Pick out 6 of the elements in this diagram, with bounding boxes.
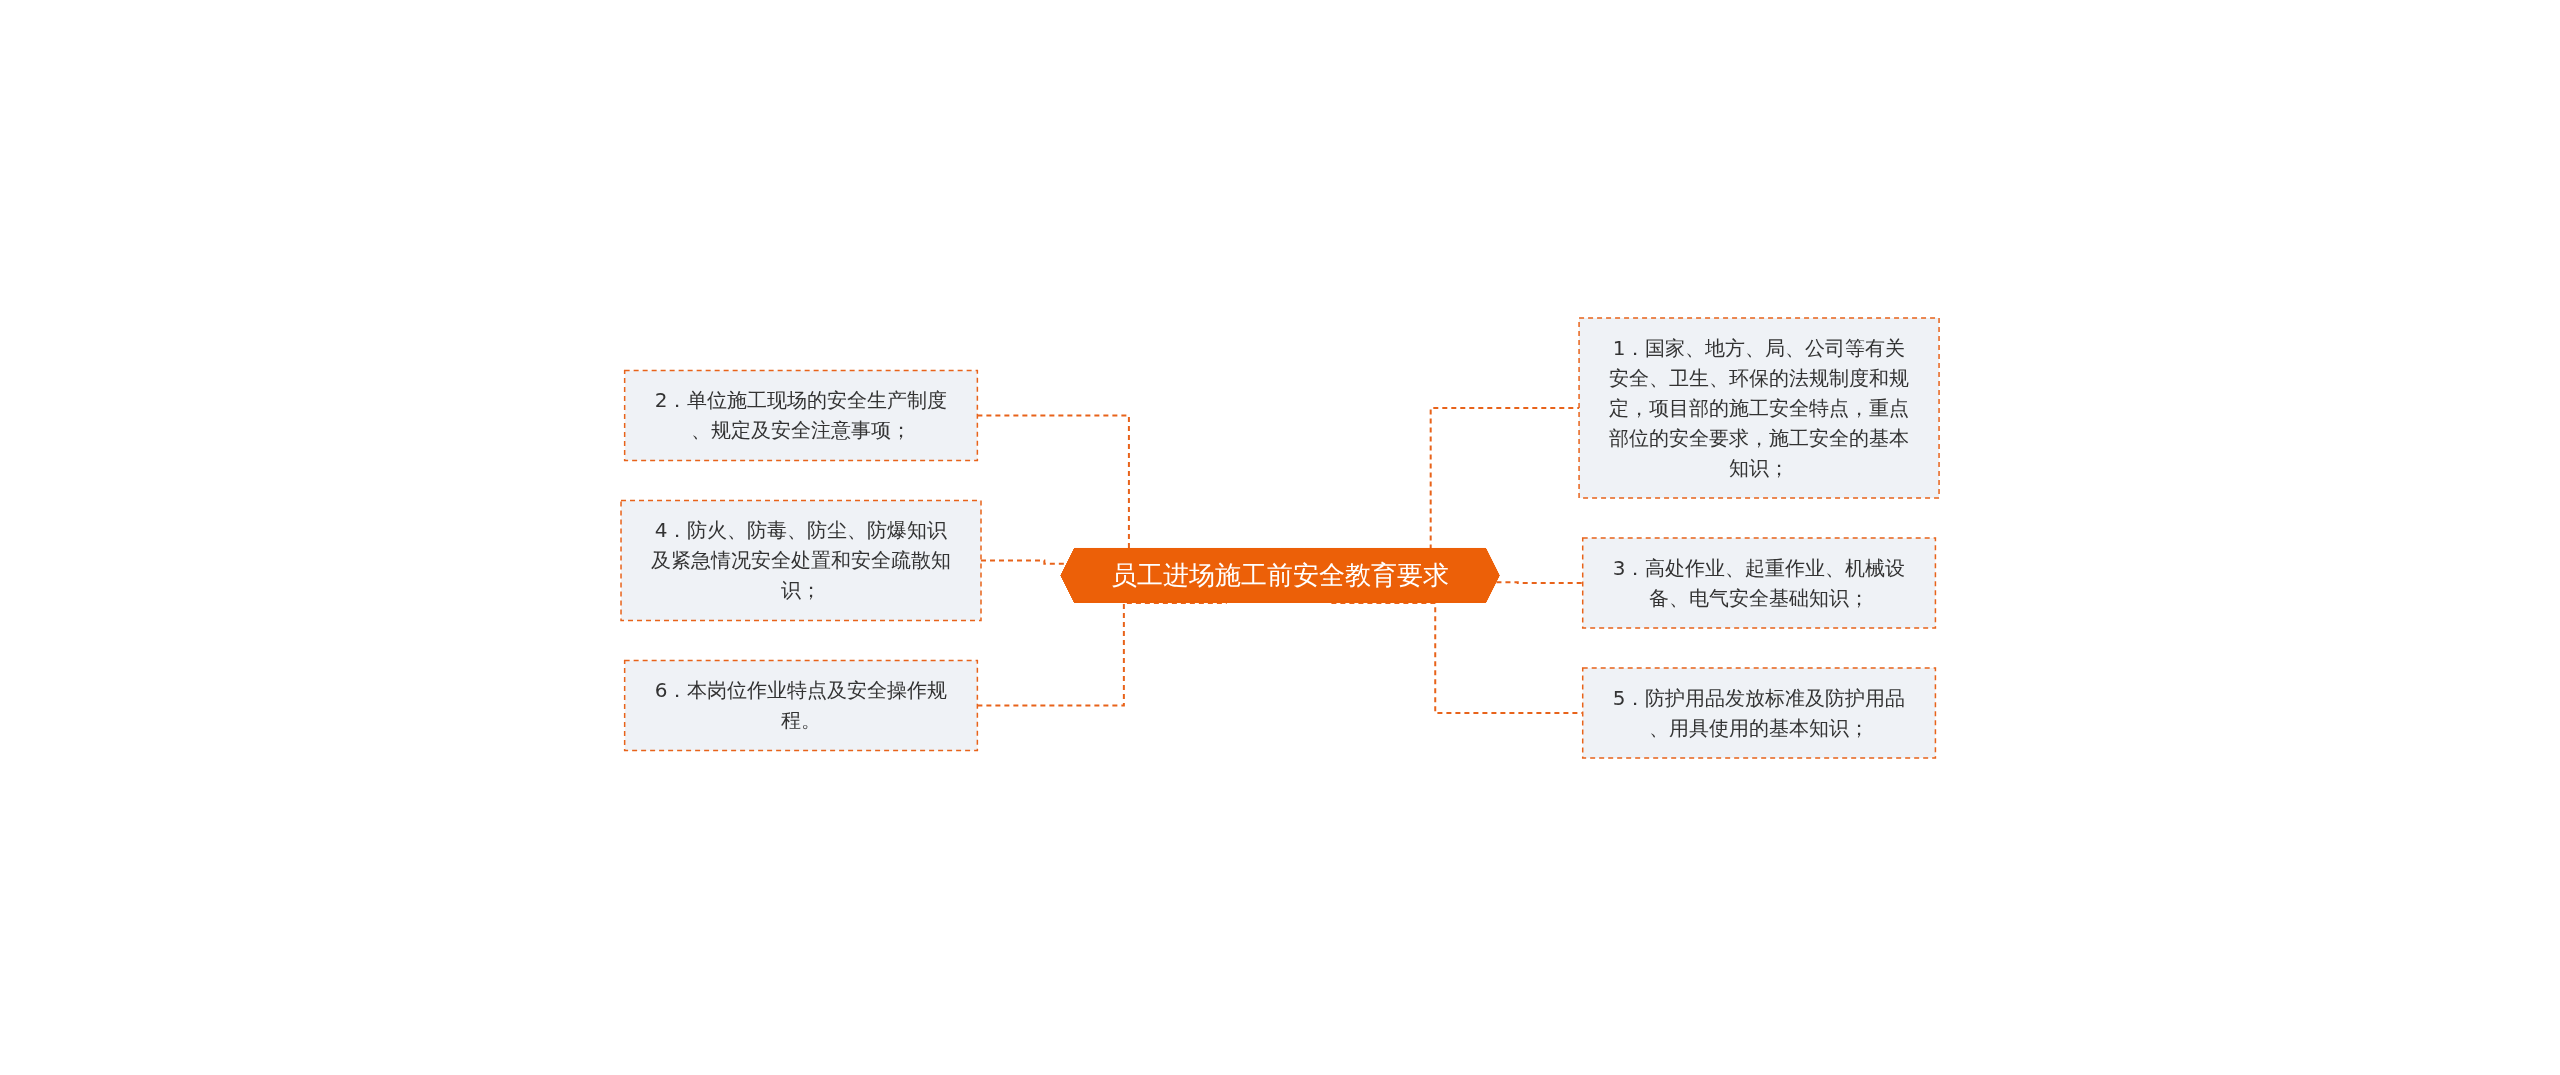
node-box: 1．国家、地方、局、公司等有关安全、卫生、环保的法规制度和规定，项目部的施工安全特点，重点部位的安全要求，施工安全的基本知识； <box>1578 316 1940 499</box>
node-box: 5．防护用品发放标准及防护用品、用具使用的基本知识； <box>1581 666 1937 759</box>
node-box: 6．本岗位作业特点及安全操作规程。 <box>623 659 979 751</box>
node-box: 3．高处作业、起重作业、机械设备、电气安全基础知识； <box>1581 536 1937 629</box>
node-box: 4．防火、防毒、防尘、防爆知识及紧急情况安全处置和安全疏散知识； <box>620 499 982 621</box>
node-box: 2．单位施工现场的安全生产制度、规定及安全注意事项； <box>623 369 979 461</box>
